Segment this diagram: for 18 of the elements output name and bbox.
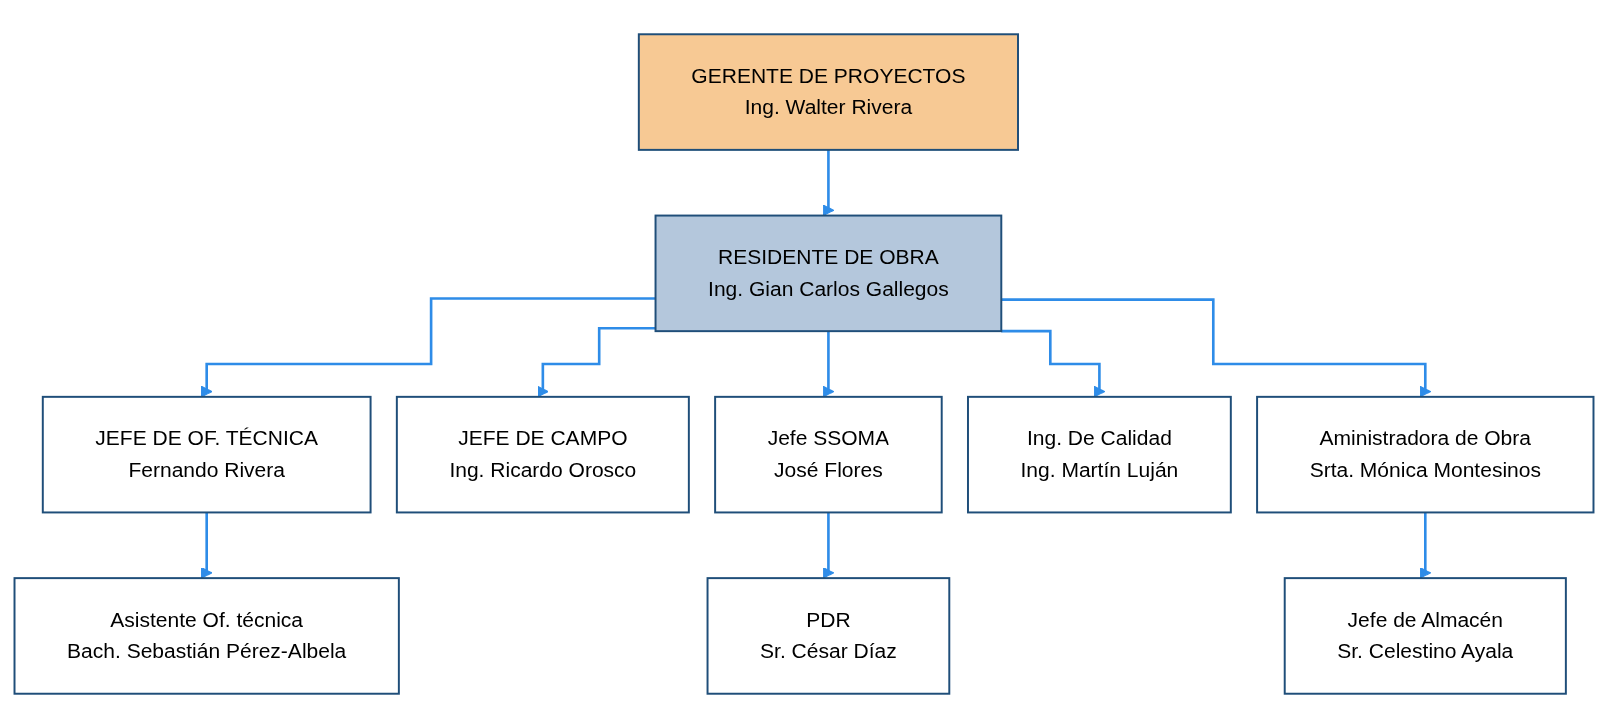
arrow — [1419, 511, 1432, 579]
node-box: JEFE DE CAMPO Ing. Ricardo Orosco — [395, 395, 690, 514]
node-box: JEFE DE OF. TÉCNICA Fernando Rivera — [41, 395, 372, 514]
node-box: Aministradora de Obra Srta. Mónica Montesinos — [1256, 395, 1595, 514]
node-box: Jefe SSOMA José Flores — [714, 395, 943, 514]
arrow — [200, 511, 213, 579]
node-box: PDR Sr. César Díaz — [706, 577, 951, 695]
arrow — [1001, 329, 1106, 398]
arrow — [1001, 298, 1432, 398]
node-box: Asistente Of. técnica Bach. Sebastián Pérez-Albela — [13, 577, 400, 695]
arrow — [200, 297, 656, 398]
arrow — [822, 148, 835, 217]
arrow — [822, 511, 835, 579]
node-box: Ing. De Calidad Ing. Martín Luján — [967, 395, 1232, 514]
arrow — [537, 326, 656, 398]
node-box: RESIDENTE DE OBRA Ing. Gian Carlos Gallegos — [654, 214, 1003, 333]
node-box: GERENTE DE PROYECTOS Ing. Walter Rivera — [637, 33, 1019, 151]
node-box: Jefe de Almacén Sr. Celestino Ayala — [1283, 577, 1567, 695]
